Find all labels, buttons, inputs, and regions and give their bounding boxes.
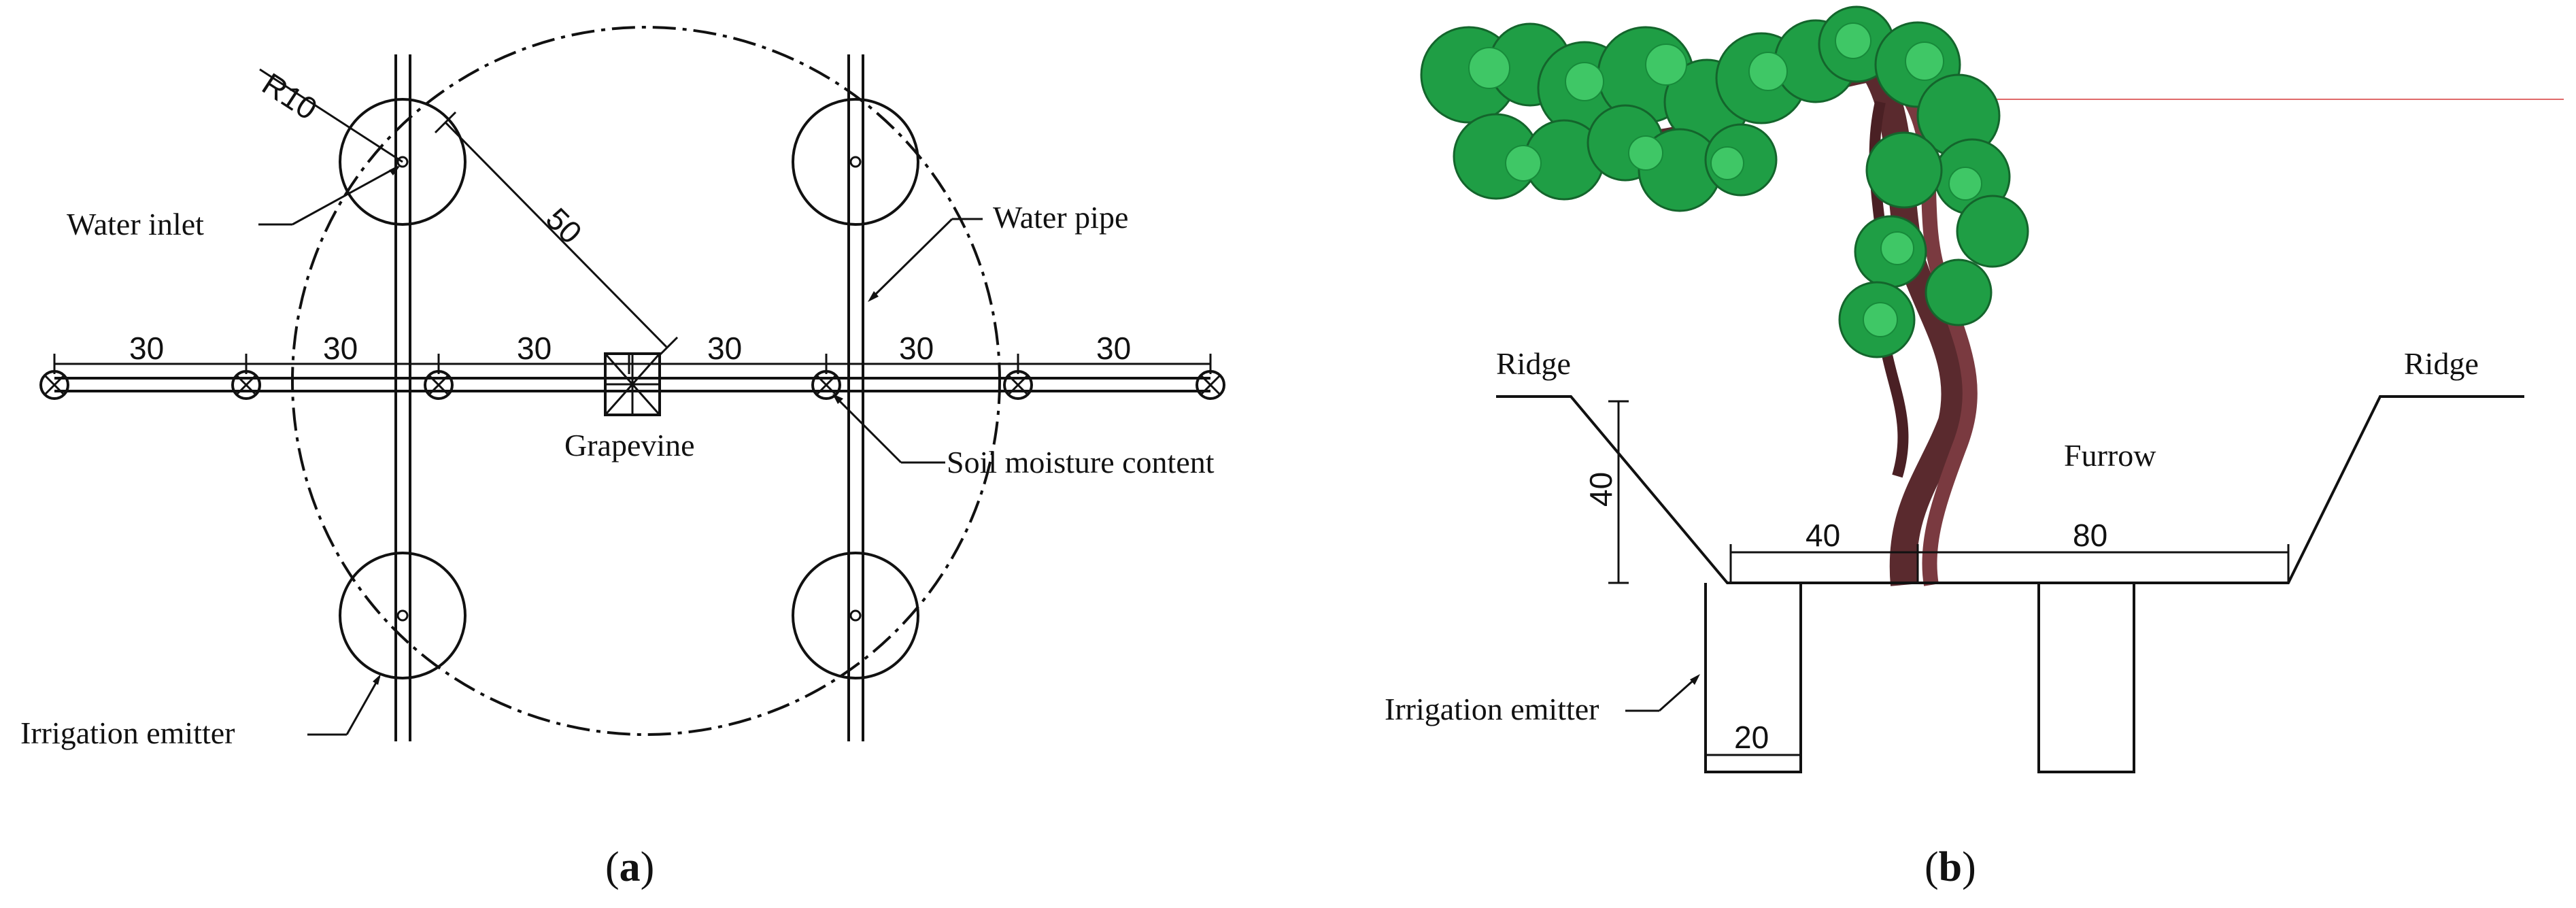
radius-leader [259, 68, 403, 163]
irrigation-emitter-label-b: Irrigation emitter [1385, 692, 1599, 726]
ridge-label-right: Ridge [2404, 346, 2479, 381]
spacing-label-2: 30 [323, 331, 358, 366]
spacing-label-4: 30 [707, 331, 742, 366]
emitter-circle-top-right [792, 98, 919, 226]
soil-moisture-sensor-2 [231, 370, 261, 400]
water-pipe-leader [868, 218, 983, 302]
distance-label-50: 50 [539, 201, 589, 250]
soil-moisture-leader [832, 394, 945, 464]
grapevine-label: Grapevine [564, 428, 695, 463]
irrigation-emitter-label-a: Irrigation emitter [20, 716, 235, 750]
spacing-label-5: 30 [899, 331, 934, 366]
distance-line-50 [434, 111, 679, 358]
water-inlet-leader [258, 165, 401, 226]
soil-moisture-sensor-5 [1003, 370, 1033, 400]
soil-moisture-sensor-3 [424, 370, 454, 400]
emitter-circle-top-left [339, 98, 467, 226]
depth-label: 40 [1583, 472, 1619, 507]
soil-moisture-sensor-6 [1196, 370, 1225, 400]
furrow-label: Furrow [2064, 438, 2156, 473]
water-pipe-right [847, 54, 864, 741]
wetted-area-circle [291, 26, 1001, 736]
spacing-label-3: 30 [517, 331, 552, 366]
panel-b: 40 40 80 20 Irrigation emitter Ridge Rid… [1385, 5, 2564, 890]
ridge-label-left: Ridge [1496, 346, 1571, 381]
soil-moisture-label: Soil moisture content [947, 445, 1215, 480]
water-pipe-label: Water pipe [993, 200, 1128, 235]
panel-a-caption: (a) [605, 844, 654, 890]
depth-dimension [1608, 400, 1629, 584]
irrigation-emitter-leader-a [307, 674, 381, 736]
width-label-left: 40 [1806, 518, 1840, 553]
spacing-label-6: 30 [1096, 331, 1131, 366]
spacing-label-1: 30 [129, 331, 164, 366]
ground-profile [1496, 395, 2524, 584]
grapevine-illustration [1420, 5, 2029, 586]
soil-moisture-sensor-1 [39, 370, 69, 400]
panel-a: 30 30 30 30 30 30 [20, 26, 1225, 890]
radius-label: R10 [256, 66, 324, 127]
grapevine-symbol [604, 352, 661, 416]
emitter-column-left [1704, 583, 1802, 773]
emitter-circle-bottom-right [792, 552, 919, 679]
emitter-circle-bottom-left [339, 552, 467, 679]
soil-moisture-sensor-4 [811, 370, 841, 400]
irrigation-emitter-leader-b [1625, 674, 1700, 712]
emitter-width-label: 20 [1734, 720, 1769, 755]
emitter-column-right [2037, 583, 2135, 773]
width-label-right: 80 [2073, 518, 2107, 553]
water-inlet-label: Water inlet [67, 207, 204, 241]
panel-b-caption: (b) [1925, 844, 1976, 890]
width-dimension [1729, 544, 2290, 583]
